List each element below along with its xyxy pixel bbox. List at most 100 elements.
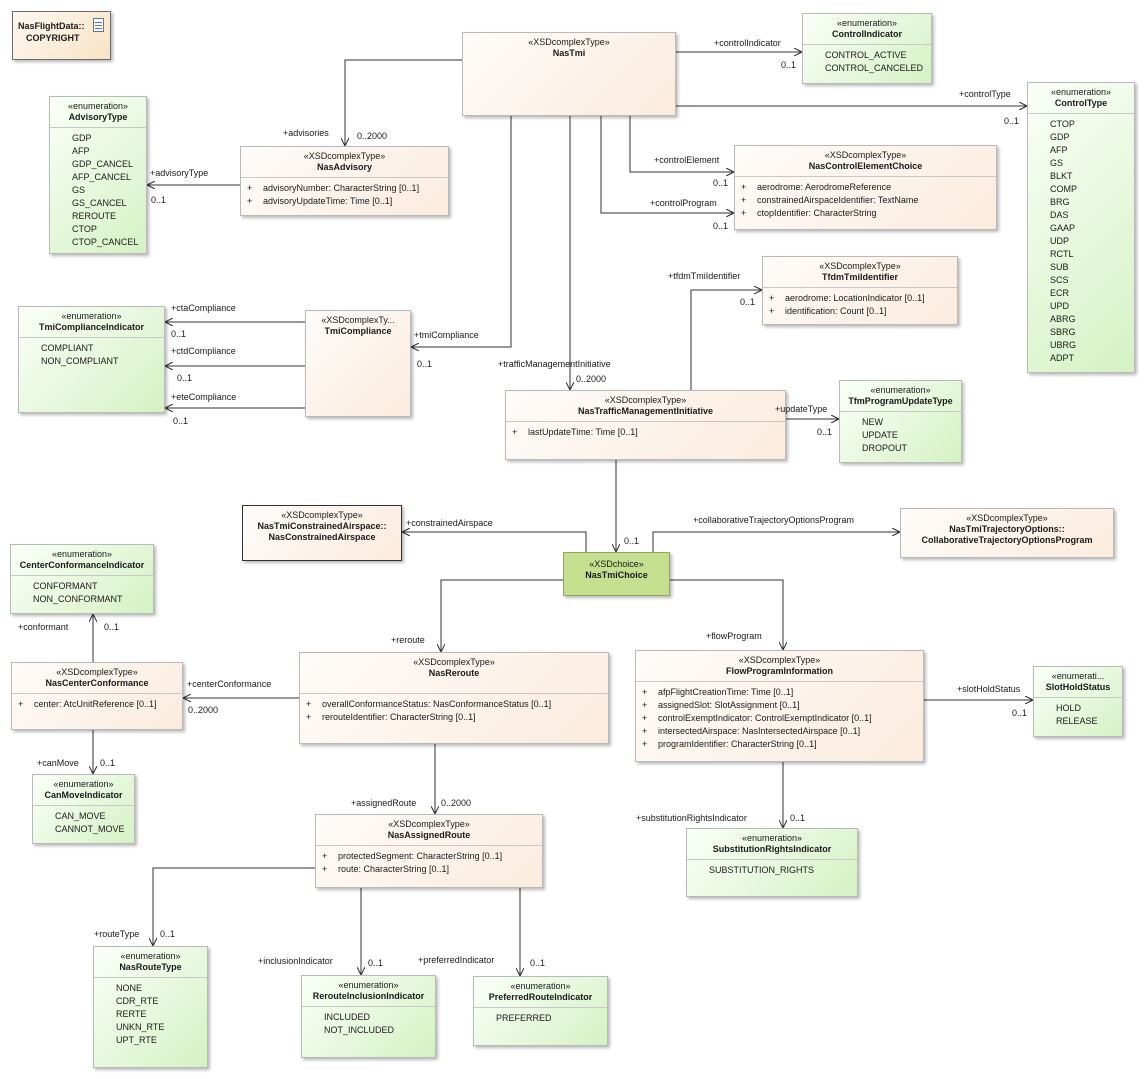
class-control-element-choice[interactable]: «XSDcomplexType»NasControlElementChoice … (734, 145, 997, 230)
class-name: NasTmiConstrainedAirspace:: (257, 521, 387, 531)
multiplicity-label: 0..1 (713, 221, 729, 231)
enum-slot-hold-status[interactable]: «enumerati...SlotHoldStatus HOLD RELEASE (1033, 666, 1123, 737)
enum-literal: SCS (1050, 275, 1069, 285)
class-nas-constrained-airspace[interactable]: «XSDcomplexType»NasTmiConstrainedAirspac… (242, 505, 402, 561)
enum-tfm-program-update-type[interactable]: «enumeration»TfmProgramUpdateType NEW UP… (839, 380, 962, 463)
multiplicity-label: 0..1 (1004, 116, 1020, 126)
assoc-constrained (402, 532, 587, 552)
enum-literal: SUB (1050, 262, 1069, 272)
stereotype: «enumeration» (870, 385, 931, 395)
enum-nas-route-type[interactable]: «enumeration»NasRouteType NONE CDR_RTE R… (93, 946, 208, 1068)
multiplicity-label: 0..1 (173, 416, 189, 426)
enum-center-conformance-indicator[interactable]: «enumeration»CenterConformanceIndicator … (10, 544, 154, 614)
enum-tmi-compliance-indicator[interactable]: «enumeration»TmiComplianceIndicator COMP… (18, 306, 165, 413)
class-nas-advisory[interactable]: «XSDcomplexType»NasAdvisory +advisoryNum… (240, 146, 449, 216)
multiplicity-label: 0..2000 (441, 798, 472, 808)
enum-literal: CTOP (1050, 119, 1075, 129)
class-name: NasRouteType (119, 962, 182, 972)
enum-literal: UPD (1050, 301, 1070, 311)
class-name: AdvisoryType (68, 112, 128, 122)
role-label: +reroute (391, 635, 425, 645)
assoc-tfdm (690, 290, 762, 390)
enum-literal: COMP (1050, 184, 1077, 194)
enum-substitution-rights-indicator[interactable]: «enumeration»SubstitutionRightsIndicator… (686, 828, 858, 897)
enum-literal: NEW (862, 417, 883, 427)
class-name: NasConstrainedAirspace (268, 532, 376, 542)
enum-control-type[interactable]: «enumeration»ControlType CTOP GDP AFP GS… (1027, 82, 1135, 373)
stereotype: «XSDcomplexType» (281, 510, 363, 520)
class-collaborative-trajectory-options-program[interactable]: «XSDcomplexType»NasTmiTrajectoryOptions:… (900, 508, 1114, 558)
assoc-advisories (345, 59, 462, 146)
visibility: + (642, 713, 648, 723)
enum-literal: CTOP_CANCEL (72, 237, 139, 247)
assoc-controlProgram (600, 116, 734, 213)
attribute: + programIdentifier: CharacterString [0..… (636, 738, 923, 751)
attribute-text: constrainedAirspaceIdentifier: TextName (757, 195, 919, 205)
role-label: +conformant (18, 622, 69, 632)
class-tfdm-tmi-identifier[interactable]: «XSDcomplexType»TfdmTmiIdentifier +aerod… (762, 256, 958, 325)
role-label: +tmiCompliance (414, 330, 479, 340)
enum-literal: NON_COMPLIANT (41, 356, 119, 366)
visibility: + (306, 712, 312, 722)
class-nas-reroute[interactable]: «XSDcomplexType»NasReroute +overallConfo… (299, 652, 609, 744)
multiplicity-label: 0..1 (740, 297, 756, 307)
enum-can-move-indicator[interactable]: «enumeration»CanMoveIndicator CAN_MOVE C… (32, 774, 135, 844)
visibility: + (247, 183, 253, 193)
assoc-controlElement (629, 116, 734, 172)
multiplicity-label: 0..2000 (357, 131, 388, 141)
class-name: TfmProgramUpdateType (848, 396, 953, 406)
visibility: + (642, 700, 648, 710)
class-tmi-compliance[interactable]: «XSDcomplexTy...TmiCompliance (305, 310, 411, 417)
enum-literal: UPT_RTE (116, 1035, 157, 1045)
class-name: TmiComplianceIndicator (38, 322, 145, 332)
attribute-text: route: CharacterString [0..1] (338, 864, 450, 874)
enum-literal: ECR (1050, 288, 1070, 298)
multiplicity-label: 0..1 (781, 60, 797, 70)
enum-literal: NON_CONFORMANT (33, 594, 123, 604)
class-flow-program-information[interactable]: «XSDcomplexType»FlowProgramInformation +… (635, 650, 924, 762)
enum-control-indicator[interactable]: «enumeration»ControlIndicator CONTROL_AC… (802, 13, 932, 84)
enum-literal: CTOP (72, 224, 97, 234)
role-label: +preferredIndicator (418, 955, 495, 965)
attribute: + overallConformanceStatus: NasConformanc… (300, 698, 608, 711)
assoc-flow (670, 579, 783, 650)
class-name: FlowProgramInformation (725, 666, 833, 676)
attribute-text: overallConformanceStatus: NasConformance… (322, 699, 552, 709)
assoc-tmiCompliance (411, 116, 512, 347)
visibility: + (322, 851, 328, 861)
stereotype: «XSDcomplexType» (56, 667, 138, 677)
class-nas-tmi-choice[interactable]: «XSDchoice»NasTmiChoice (563, 552, 670, 596)
enum-literal: PREFERRED (496, 1013, 552, 1023)
enum-reroute-inclusion-indicator[interactable]: «enumeration»RerouteInclusionIndicator I… (301, 975, 436, 1058)
role-label: +assignedRoute (351, 798, 417, 808)
class-nastmi[interactable]: «XSDcomplexType»NasTmi (462, 32, 676, 116)
stereotype: «XSDcomplexType» (819, 261, 901, 271)
enum-preferred-route-indicator[interactable]: «enumeration»PreferredRouteIndicator PRE… (473, 976, 608, 1046)
stereotype: «enumeration» (510, 981, 571, 991)
class-name: NasTmiChoice (585, 570, 648, 580)
enum-literal: GS (1050, 158, 1064, 168)
class-nas-center-conformance[interactable]: «XSDcomplexType»NasCenterConformance +ce… (11, 662, 183, 730)
enum-advisory-type[interactable]: «enumeration»AdvisoryType GDP AFP GDP_CA… (49, 96, 147, 254)
copyright-note[interactable]: NasFlightData:: COPYRIGHT (12, 11, 111, 60)
attribute: +afpFlightCreationTime: Time [0..1] (636, 686, 923, 699)
enum-literal: UBRG (1050, 340, 1077, 350)
enum-literal: ADPT (1050, 353, 1075, 363)
enum-literal: INCLUDED (324, 1012, 371, 1022)
attribute-text: controlExemptIndicator: ControlExemptInd… (658, 713, 872, 723)
enum-literal: COMPLIANT (41, 343, 94, 353)
class-nas-assigned-route[interactable]: «XSDcomplexType»NasAssignedRoute +protec… (315, 814, 543, 888)
stereotype: «XSDcomplexType» (604, 395, 687, 405)
visibility: + (306, 699, 312, 709)
role-label: +slotHoldStatus (957, 684, 1021, 694)
role-label: +controlIndicator (714, 38, 781, 48)
class-nas-traffic-management-initiative[interactable]: «XSDcomplexType»NasTrafficManagementInit… (505, 390, 786, 460)
attribute: +rerouteIdentifier: CharacterString [0..… (300, 711, 608, 724)
stereotype: «enumerati... (1051, 671, 1105, 681)
attribute-text: programIdentifier: CharacterString [0..1… (658, 739, 817, 749)
visibility: + (642, 739, 648, 749)
stereotype: «enumeration» (61, 311, 122, 321)
multiplicity-label: 0..1 (1012, 708, 1028, 718)
attribute: +route: CharacterString [0..1] (316, 863, 542, 876)
class-name: SlotHoldStatus (1045, 682, 1111, 692)
